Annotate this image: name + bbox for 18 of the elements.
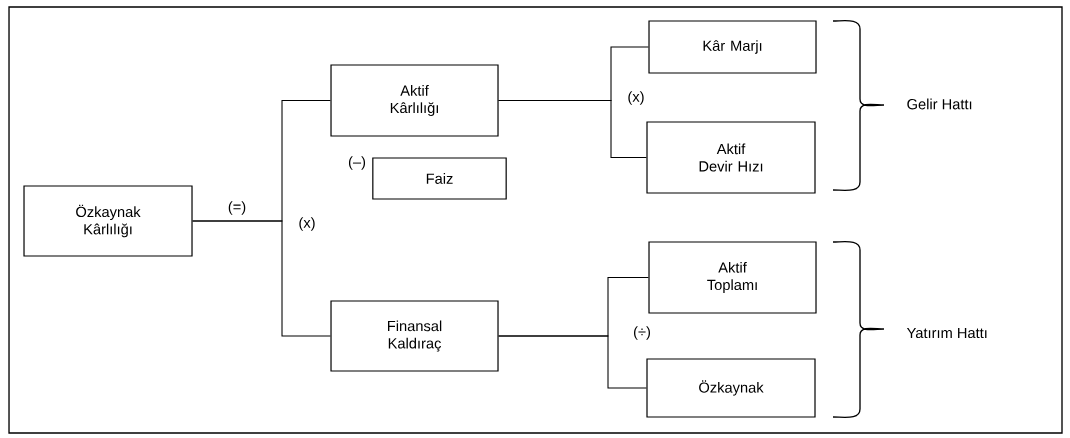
process-box: Aktif Toplamı bbox=[648, 241, 817, 314]
operator-label: (=) bbox=[228, 201, 246, 215]
process-box: Faiz bbox=[372, 157, 507, 200]
process-box: Finansal Kaldıraç bbox=[330, 300, 499, 372]
group-label: Gelir Hattı bbox=[907, 98, 972, 110]
process-box: Aktif Kârlılığı bbox=[330, 64, 499, 137]
process-box: Özkaynak Kârlılığı bbox=[23, 185, 193, 257]
operator-label: (÷) bbox=[634, 326, 650, 340]
connector-line bbox=[498, 335, 647, 389]
operator-label: (x) bbox=[628, 91, 644, 105]
connector-line bbox=[498, 99, 647, 159]
process-box: Özkaynak bbox=[646, 358, 816, 418]
process-box: Aktif Devir Hızı bbox=[646, 121, 816, 194]
operator-label: (–) bbox=[348, 156, 366, 170]
operator-label: (x) bbox=[299, 217, 315, 231]
group-label: Yatırım Hattı bbox=[906, 327, 987, 339]
connector-line bbox=[192, 220, 331, 337]
process-box: Kâr Marjı bbox=[648, 20, 817, 74]
